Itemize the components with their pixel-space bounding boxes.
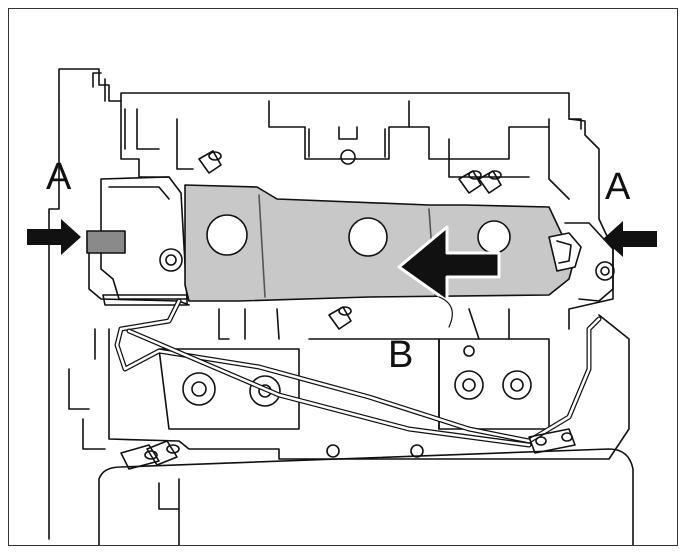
peg-top-right-2 <box>478 170 502 194</box>
part-right-clip <box>548 232 582 272</box>
callout-a-right: A <box>605 166 631 208</box>
cable <box>114 298 602 444</box>
part-hole-1 <box>206 214 248 256</box>
callout-a-left: A <box>46 156 72 198</box>
left-latch-tab <box>86 230 126 254</box>
slide-arrow-icon <box>397 225 501 303</box>
left-bracket-screw <box>159 248 183 272</box>
lower-screw-4 <box>502 370 532 400</box>
peg-top-right-1 <box>458 170 482 194</box>
peg-top-left <box>198 150 222 174</box>
lower-screw-3 <box>454 370 484 400</box>
arrow-right-icon <box>27 219 81 255</box>
callout-b: B <box>388 334 414 376</box>
left-bracket <box>100 176 188 300</box>
lower-screw-2 <box>249 375 281 407</box>
lower-screw-1 <box>182 372 216 406</box>
cable-connector <box>120 444 160 470</box>
peg-lower-middle <box>328 306 352 330</box>
part-hole-2 <box>348 217 388 257</box>
bottom-tray <box>98 448 634 545</box>
arrow-left-icon <box>603 221 657 257</box>
diagram-frame <box>8 8 678 546</box>
diagram-illustration <box>27 68 657 545</box>
lower-assembly <box>108 314 630 460</box>
chassis-left-edge <box>48 100 60 540</box>
part-hole-3 <box>477 220 511 254</box>
